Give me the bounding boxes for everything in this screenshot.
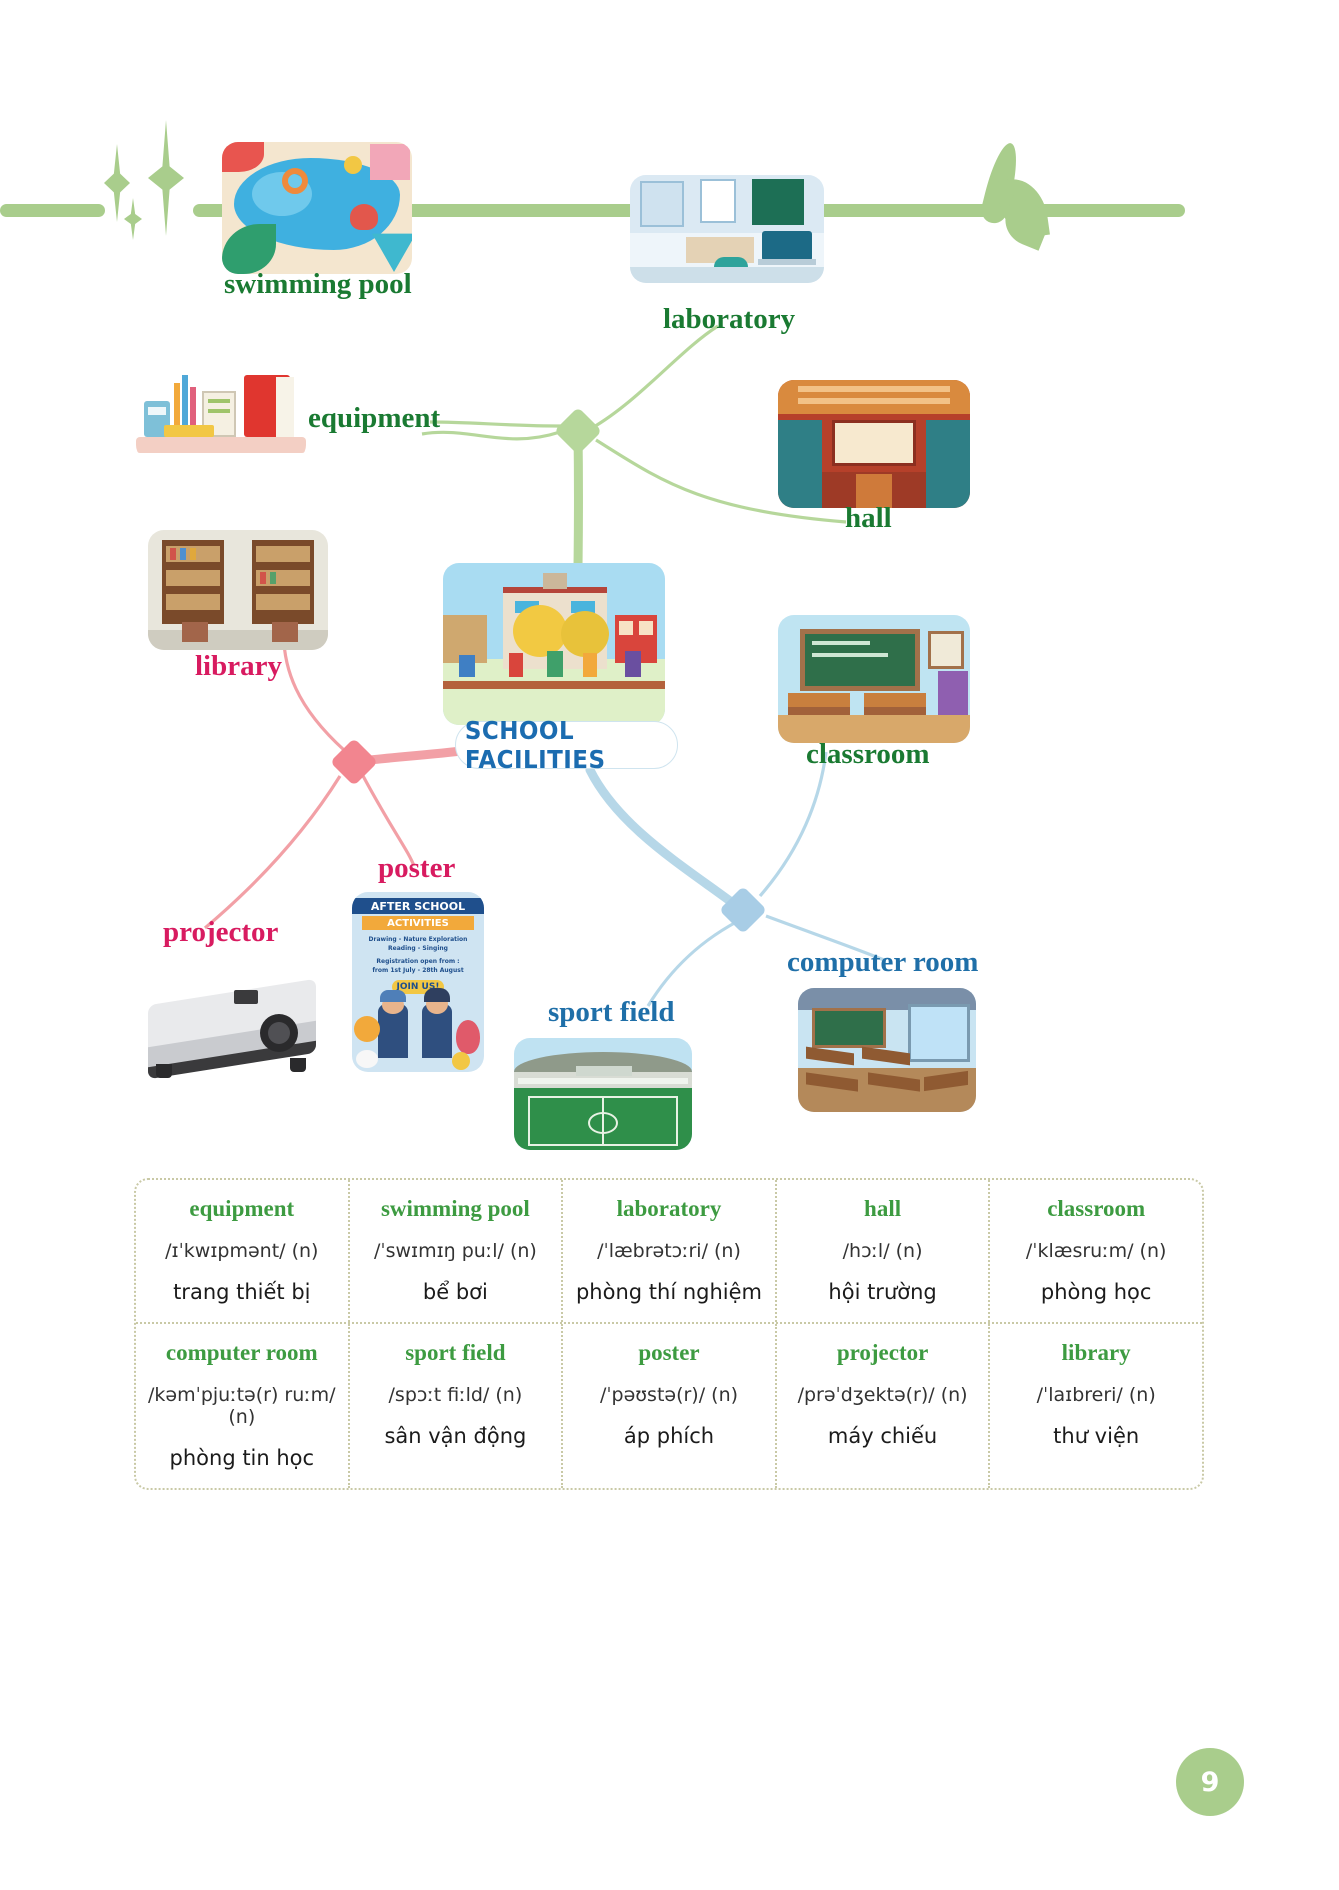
equipment-image bbox=[136, 365, 306, 461]
vocab-cell: laboratory /ˈlæbrətɔːri/ (n) phòng thí n… bbox=[561, 1180, 775, 1322]
vocab-ipa: /kəmˈpjuːtə(r) ruːm/ (n) bbox=[148, 1384, 336, 1428]
vocab-word: computer room bbox=[165, 1340, 318, 1365]
classroom-image bbox=[778, 615, 970, 743]
vocab-cell: classroom /ˈklæsruːm/ (n) phòng học bbox=[988, 1180, 1202, 1322]
vocab-translation: phòng thí nghiệm bbox=[575, 1280, 762, 1304]
poster-line-1: AFTER SCHOOL bbox=[352, 898, 484, 914]
vocab-cell: projector /prəˈdʒektə(r)/ (n) máy chiếu bbox=[774, 1324, 989, 1488]
library-image bbox=[148, 530, 328, 650]
poster-line-4: Reading - Singing bbox=[388, 945, 448, 952]
vocab-translation: hội trường bbox=[828, 1280, 937, 1304]
page-number-badge: 9 bbox=[1176, 1748, 1244, 1816]
node-label-swimming-pool: swimming pool bbox=[224, 268, 412, 300]
vocab-ipa: /ɪˈkwɪpmənt/ (n) bbox=[165, 1240, 319, 1262]
page-number: 9 bbox=[1200, 1766, 1220, 1798]
vocab-translation: thư viện bbox=[1053, 1424, 1140, 1448]
vocab-cell: computer room /kəmˈpjuːtə(r) ruːm/ (n) p… bbox=[136, 1324, 348, 1488]
vocab-translation: phòng học bbox=[1040, 1280, 1152, 1304]
header-rule-short bbox=[0, 204, 105, 217]
vocab-ipa: /prəˈdʒektə(r)/ (n) bbox=[797, 1384, 968, 1406]
poster-line-3: Drawing - Nature Exploration bbox=[368, 936, 468, 943]
vocab-translation: sân vận động bbox=[384, 1424, 527, 1448]
center-label-text: SCHOOL FACILITIES bbox=[464, 716, 606, 774]
vocab-cell: sport field /spɔːt fiːld/ (n) sân vận độ… bbox=[347, 1324, 562, 1488]
vocab-word: laboratory bbox=[616, 1196, 722, 1221]
vocab-translation: trang thiết bị bbox=[173, 1280, 311, 1304]
mindmap-diagram: swimming pool laboratory equipment bbox=[0, 142, 1339, 1410]
vocab-word: hall bbox=[864, 1196, 902, 1221]
vocab-word: swimming pool bbox=[380, 1196, 530, 1221]
school-center-image bbox=[443, 563, 665, 725]
vocab-word: equipment bbox=[189, 1196, 295, 1221]
vocab-ipa: /ˈpəʊstə(r)/ (n) bbox=[599, 1384, 739, 1406]
sport-field-image bbox=[514, 1038, 692, 1150]
vocabulary-table: equipment /ɪˈkwɪpmənt/ (n) trang thiết b… bbox=[134, 1178, 1204, 1490]
vocab-word: classroom bbox=[1047, 1196, 1146, 1221]
vocab-word: projector bbox=[836, 1340, 929, 1365]
vocab-word: library bbox=[1061, 1340, 1131, 1365]
node-label-library: library bbox=[195, 650, 282, 682]
poster-line-2: ACTIVITIES bbox=[362, 916, 474, 930]
vocab-cell: equipment /ɪˈkwɪpmənt/ (n) trang thiết b… bbox=[136, 1180, 348, 1322]
projector-image bbox=[134, 972, 334, 1100]
swimming-pool-image bbox=[222, 142, 412, 274]
vocab-translation: bể bơi bbox=[422, 1280, 488, 1304]
node-label-sport-field: sport field bbox=[548, 996, 675, 1028]
vocab-ipa: /hɔːl/ (n) bbox=[842, 1240, 923, 1262]
vocab-translation: phòng tin học bbox=[169, 1446, 315, 1470]
node-label-computer-room: computer room bbox=[787, 946, 979, 978]
laboratory-image bbox=[630, 175, 824, 283]
node-label-laboratory: laboratory bbox=[663, 303, 796, 335]
vocab-translation: máy chiếu bbox=[827, 1424, 938, 1448]
poster-line-5: Registration open from : bbox=[376, 958, 460, 965]
vocab-ipa: /ˈklæsruːm/ (n) bbox=[1025, 1240, 1167, 1262]
vocab-translation: áp phích bbox=[623, 1424, 715, 1448]
node-label-equipment: equipment bbox=[308, 402, 441, 434]
vocab-cell: poster /ˈpəʊstə(r)/ (n) áp phích bbox=[561, 1324, 775, 1488]
poster-image: AFTER SCHOOL ACTIVITIES Drawing - Nature… bbox=[352, 892, 484, 1072]
vocab-word: poster bbox=[638, 1340, 700, 1365]
vocab-ipa: /ˈswɪmɪŋ puːl/ (n) bbox=[373, 1240, 537, 1262]
table-row: equipment /ɪˈkwɪpmənt/ (n) trang thiết b… bbox=[136, 1180, 1202, 1322]
page-header-decoration bbox=[0, 84, 1339, 251]
table-row: computer room /kəmˈpjuːtə(r) ruːm/ (n) p… bbox=[136, 1322, 1202, 1488]
mindmap-center-label: SCHOOL FACILITIES bbox=[455, 716, 678, 774]
node-label-projector: projector bbox=[163, 916, 279, 948]
computer-room-image bbox=[798, 988, 976, 1112]
node-label-classroom: classroom bbox=[806, 738, 930, 770]
vocab-cell: swimming pool /ˈswɪmɪŋ puːl/ (n) bể bơi bbox=[347, 1180, 562, 1322]
vocab-ipa: /ˈlæbrətɔːri/ (n) bbox=[597, 1240, 741, 1262]
vocab-ipa: /ˈlaɪbreri/ (n) bbox=[1036, 1384, 1156, 1406]
hall-image bbox=[778, 380, 970, 508]
vocab-word: sport field bbox=[405, 1340, 506, 1365]
node-label-poster: poster bbox=[378, 852, 456, 884]
vocab-cell: hall /hɔːl/ (n) hội trường bbox=[774, 1180, 989, 1322]
poster-line-6: from 1st July - 28th August bbox=[372, 967, 464, 974]
vocab-cell: library /ˈlaɪbreri/ (n) thư viện bbox=[988, 1324, 1202, 1488]
vocab-ipa: /spɔːt fiːld/ (n) bbox=[388, 1384, 523, 1406]
node-label-hall: hall bbox=[845, 502, 892, 534]
